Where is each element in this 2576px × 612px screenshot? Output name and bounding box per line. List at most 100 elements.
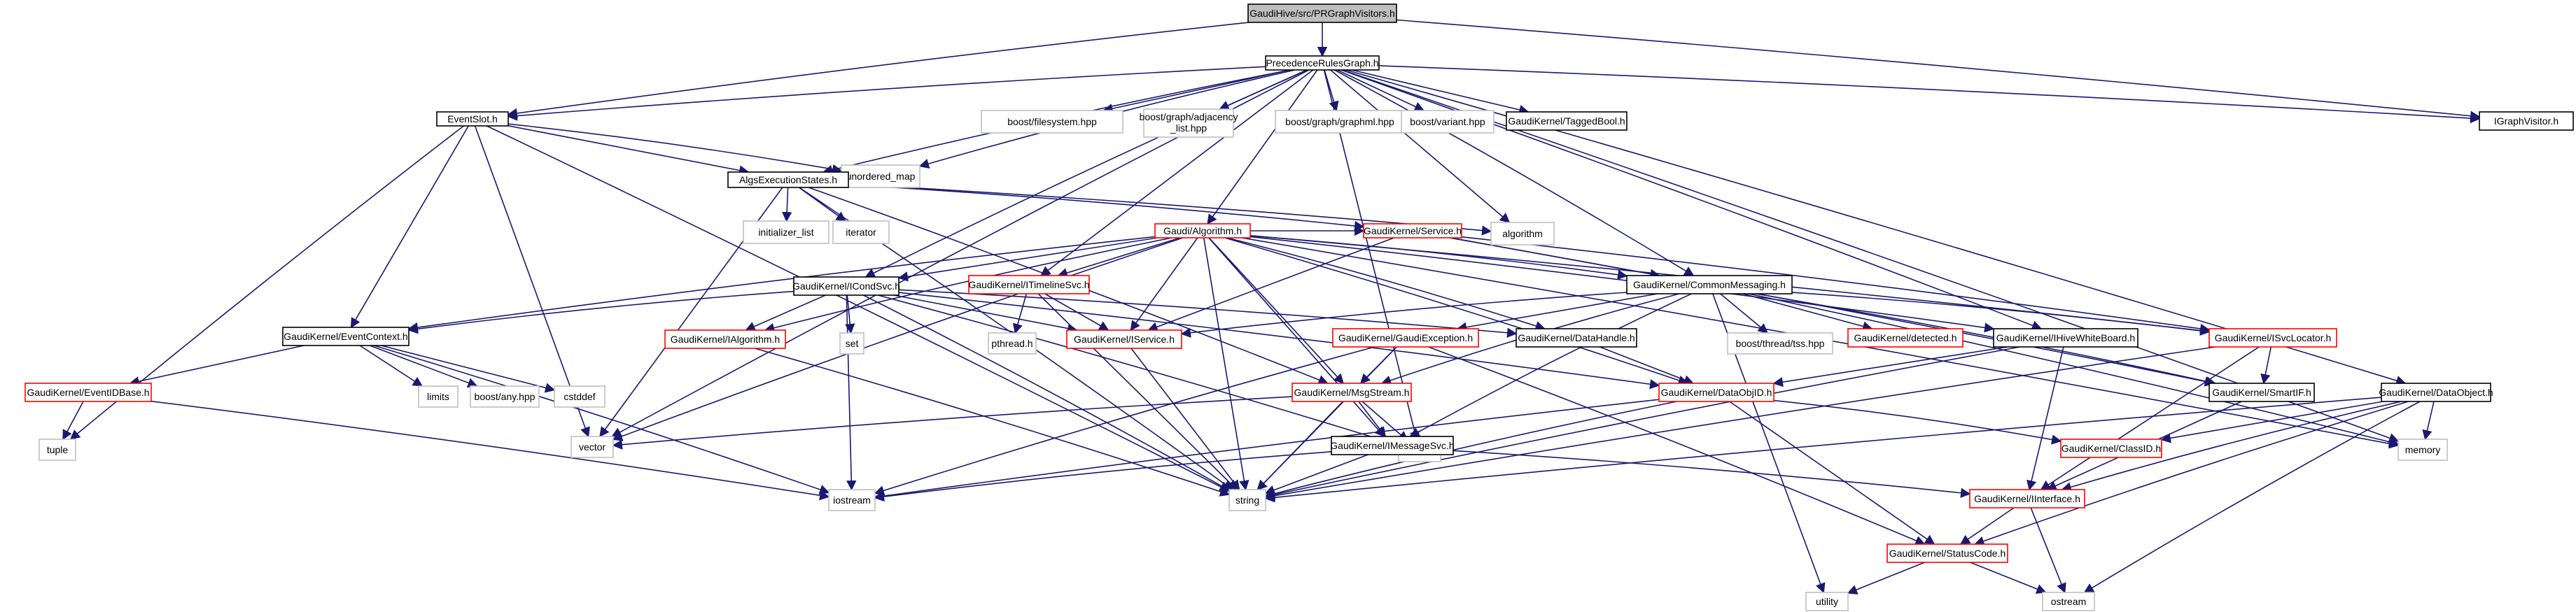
node-box: [2479, 111, 2574, 131]
node-es[interactable]: EventSlot.h: [436, 111, 509, 127]
edge-itl-pth: [1012, 293, 1028, 334]
node-box: [743, 220, 830, 244]
node-iif[interactable]: GaudiKernel/IInterface.h: [1969, 489, 2085, 508]
node-isl[interactable]: GaudiKernel/ISvcLocator.h: [2208, 328, 2337, 348]
node-itl[interactable]: GaudiKernel/ITimelineSvc.h: [968, 275, 1090, 294]
node-box: [1490, 222, 1555, 245]
node-cid[interactable]: GaudiKernel/ClassID.h: [2060, 439, 2162, 458]
edge-cm-isl: [1791, 292, 2211, 336]
node-box: [2208, 328, 2337, 348]
node-box: [554, 385, 606, 408]
edge-do-ost: [2083, 401, 2421, 593]
edge-icond-dh: [898, 289, 1518, 338]
node-sif[interactable]: GaudiKernel/SmartIF.h: [2208, 383, 2315, 402]
node-label: cstddef: [564, 391, 595, 402]
node-ms[interactable]: GaudiKernel/MsgStream.h: [1292, 383, 1412, 402]
node-box: [1847, 328, 1963, 348]
node-ga[interactable]: Gaudi/Algorithm.h: [1154, 223, 1251, 239]
node-label: GaudiKernel/IMessageSvc.h: [1330, 440, 1454, 451]
node-ost[interactable]: ostream: [2042, 592, 2095, 611]
edge-do-str: [1264, 397, 2382, 503]
node-ims[interactable]: GaudiKernel/IMessageSvc.h: [1330, 436, 1455, 455]
edge-root-igv: [1396, 19, 2481, 121]
node-label: GaudiKernel/CommonMessaging.h: [1633, 279, 1786, 290]
node-ialg[interactable]: GaudiKernel/IAlgorithm.h: [664, 329, 786, 349]
edge-do-sc: [1974, 401, 2409, 546]
node-pth[interactable]: pthread.h: [988, 332, 1037, 355]
node-label: GaudiKernel/ClassID.h: [2062, 443, 2161, 454]
node-str[interactable]: string: [1228, 489, 1266, 511]
node-dh[interactable]: GaudiKernel/DataHandle.h: [1516, 328, 1637, 348]
node-label: tuple: [47, 444, 69, 455]
node-gml[interactable]: boost/graph/graphml.hpp: [1275, 110, 1405, 134]
node-alg[interactable]: algorithm: [1490, 222, 1555, 245]
node-box: [1247, 3, 1397, 23]
node-det[interactable]: GaudiKernel/detected.h: [1847, 328, 1963, 348]
node-vec[interactable]: vector: [570, 436, 614, 458]
node-box: [664, 329, 786, 349]
node-label: boost/thread/tss.hpp: [1736, 338, 1825, 349]
node-box: [2381, 383, 2491, 402]
node-set[interactable]: set: [839, 332, 864, 355]
node-mem[interactable]: memory: [2398, 439, 2448, 461]
node-root[interactable]: GaudiHive/src/PRGraphVisitors.h: [1247, 3, 1397, 23]
node-box: [282, 327, 410, 346]
edge-prg-var: [1336, 69, 1425, 112]
node-aes[interactable]: AlgsExecutionStates.h: [727, 171, 849, 188]
edge-sc-ost: [1970, 562, 2047, 594]
node-label: GaudiKernel/DataHandle.h: [1518, 332, 1634, 343]
node-il[interactable]: initializer_list: [743, 220, 830, 244]
node-cm[interactable]: GaudiKernel/CommonMessaging.h: [1626, 275, 1793, 294]
node-box: [470, 385, 540, 408]
edge-iif-sc: [1959, 507, 2015, 545]
node-ios[interactable]: iostream: [828, 489, 876, 511]
edge-svc-isvc: [1147, 237, 1394, 332]
node-icond[interactable]: GaudiKernel/ICondSvc.h: [792, 276, 900, 296]
node-ec[interactable]: GaudiKernel/EventContext.h: [282, 327, 410, 346]
node-ihwb[interactable]: GaudiKernel/IHiveWhiteBoard.h: [1993, 328, 2138, 348]
node-label: initializer_list: [758, 227, 813, 238]
node-do[interactable]: GaudiKernel/DataObject.h: [2379, 383, 2493, 402]
node-ba[interactable]: boost/any.hpp: [470, 385, 540, 408]
node-box: [1066, 329, 1182, 349]
node-label: boost/variant.hpp: [1410, 116, 1485, 127]
node-igv[interactable]: IGraphVisitor.h: [2479, 111, 2574, 131]
node-label: GaudiKernel/IService.h: [1074, 334, 1175, 345]
edge-icond-str: [862, 294, 1231, 491]
node-lim[interactable]: limits: [418, 385, 458, 408]
node-label: GaudiKernel/GaudiException.h: [1338, 332, 1473, 343]
node-ed[interactable]: GaudiKernel/EventIDBase.h: [24, 383, 152, 402]
node-util[interactable]: utility: [1805, 592, 1849, 611]
node-ge[interactable]: GaudiKernel/GaudiException.h: [1332, 328, 1479, 348]
node-doid[interactable]: GaudiKernel/DataObjID.h: [1658, 383, 1774, 402]
node-tb[interactable]: GaudiKernel/TaggedBool.h: [1506, 111, 1628, 131]
node-fs[interactable]: boost/filesystem.hpp: [981, 110, 1124, 134]
node-label: GaudiKernel/DataObjID.h: [1661, 387, 1772, 398]
node-svc[interactable]: GaudiKernel/Service.h: [1363, 223, 1462, 239]
node-it[interactable]: iterator: [832, 220, 890, 244]
node-box: [1658, 383, 1774, 402]
node-sc[interactable]: GaudiKernel/StatusCode.h: [1886, 543, 2008, 563]
node-tuple[interactable]: tuple: [38, 439, 76, 461]
node-box: [981, 110, 1124, 134]
edge-prg-es: [507, 66, 1266, 121]
node-label: IGraphVisitor.h: [2494, 115, 2558, 127]
node-box: [1886, 543, 2008, 563]
edge-ms-ss: [1362, 401, 1408, 441]
node-box: [1228, 489, 1266, 511]
node-box: [1363, 223, 1462, 239]
node-box: [1143, 108, 1234, 138]
node-var[interactable]: boost/variant.hpp: [1401, 110, 1494, 134]
edge-ec-ios: [373, 345, 830, 494]
edge-prg-tb: [1351, 69, 1530, 115]
node-adj[interactable]: boost/graph/adjacency_list.hpp: [1140, 108, 1238, 138]
node-um[interactable]: unordered_map: [841, 164, 920, 188]
node-label: GaudiKernel/ISvcLocator.h: [2215, 332, 2332, 343]
node-box: [832, 220, 890, 244]
node-label: GaudiKernel/IHiveWhiteBoard.h: [1996, 332, 2135, 343]
node-isvc[interactable]: GaudiKernel/IService.h: [1066, 329, 1182, 349]
node-prg[interactable]: PrecedenceRulesGraph.h: [1265, 55, 1380, 71]
node-cstd[interactable]: cstddef: [554, 385, 606, 408]
node-box: [1626, 275, 1793, 294]
node-bth[interactable]: boost/thread/tss.hpp: [1727, 332, 1833, 355]
